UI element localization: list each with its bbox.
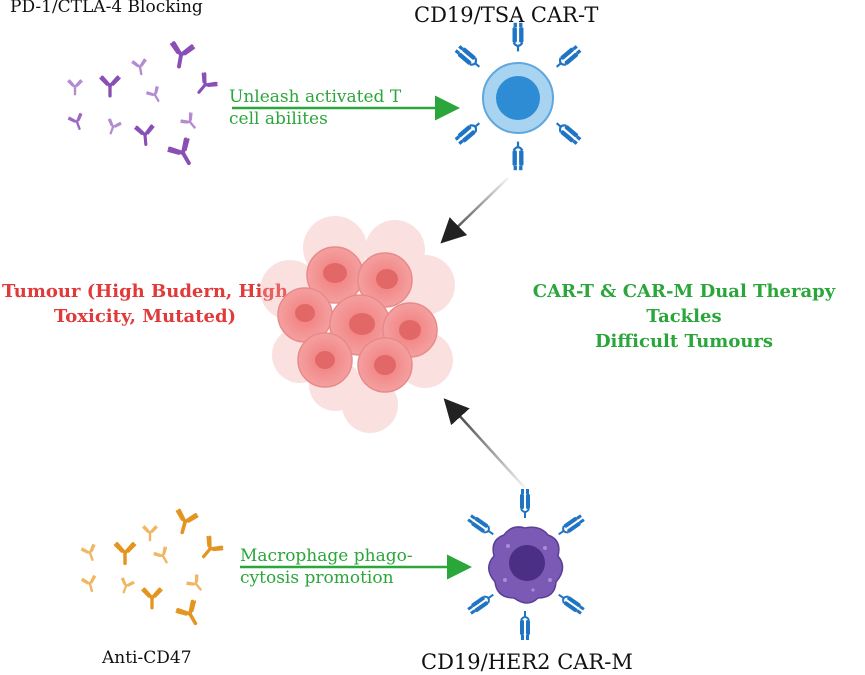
phagocytosis-line-1: Macrophage phago-	[240, 546, 413, 566]
anti-cd47-antibody-cluster	[79, 508, 225, 631]
car-m-to-tumour-arrow	[443, 398, 526, 489]
unleash-line-2: cell abilites	[229, 109, 328, 129]
dual-therapy-line-1: CAR-T & CAR-M Dual Therapy Tackles	[532, 281, 836, 327]
tumour-line-2: Toxicity, Mutated)	[53, 306, 237, 327]
car-t-to-tumour-arrow	[440, 177, 509, 244]
pd1-ctla4-label: PD-1/CTLA-4 Blocking	[10, 0, 203, 17]
phagocytosis-label: Macrophage phago- cytosis promotion	[240, 545, 413, 589]
car-m-cell	[465, 488, 587, 641]
phagocytosis-line-2: cytosis promotion	[240, 568, 394, 588]
dual-therapy-line-2: Difficult Tumours	[594, 331, 774, 352]
unleash-line-1: Unleash activated T	[229, 87, 402, 107]
unleash-t-cell-label: Unleash activated T cell abilites	[229, 86, 401, 130]
car-t-label: CD19/TSA CAR-T	[414, 3, 599, 27]
pd1-antibody-cluster	[66, 40, 220, 171]
car-m-label: CD19/HER2 CAR-M	[421, 650, 633, 674]
dual-therapy-label: CAR-T & CAR-M Dual Therapy Tackles Diffi…	[500, 279, 865, 354]
anti-cd47-label: Anti-CD47	[102, 648, 192, 668]
tumour-line-1: Tumour (High Budern, High	[2, 281, 288, 302]
car-t-cell	[452, 21, 584, 172]
tumour-label: Tumour (High Budern, High Toxicity, Muta…	[0, 279, 290, 329]
tumour-cluster	[260, 216, 455, 433]
